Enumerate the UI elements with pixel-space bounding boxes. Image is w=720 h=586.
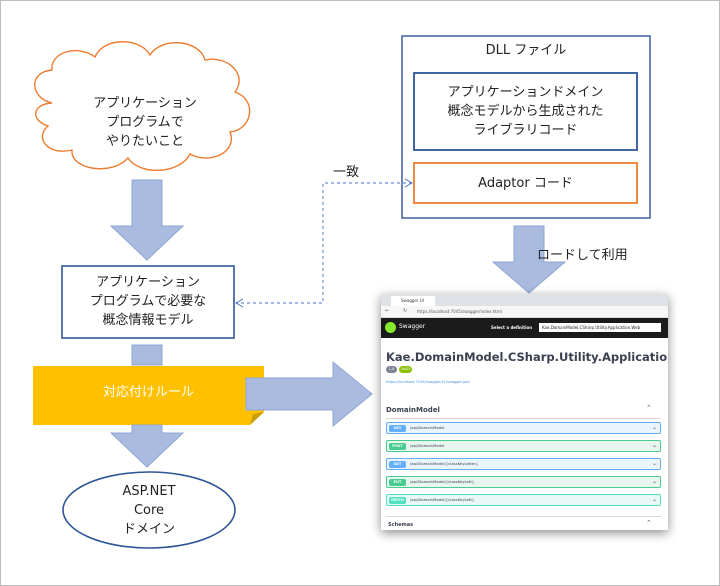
rules-text: 対応付けルール <box>102 385 194 400</box>
api-title: Kae.DomainModel.CSharp.Utility.Applicati… <box>386 350 668 364</box>
chevron-down-icon[interactable]: ⌄ <box>651 460 657 467</box>
spec-link[interactable]: https://localhost:7045/swagger/v1/swagge… <box>386 380 470 384</box>
load-label: ロードして利用 <box>537 248 628 263</box>
operation-path: /api/DomainModel/{classKeyLett} <box>410 479 475 484</box>
dashed-arrowhead-right <box>404 178 413 188</box>
operation-row[interactable]: PUT/api/DomainModel/{classKeyLett} ⌄ <box>386 476 661 488</box>
section-schemas[interactable]: Schemas <box>388 522 414 528</box>
cloud-shape <box>34 41 251 171</box>
browser-tab[interactable]: Swagger UI <box>391 296 435 306</box>
http-method-badge: POST <box>389 443 406 450</box>
app-model-box <box>61 265 235 339</box>
aspnet-ellipse <box>62 471 236 549</box>
http-method-badge: GET <box>389 425 406 432</box>
operation-row[interactable]: GET/api/DomainModel ⌄ <box>386 422 661 434</box>
arrow-rules-to-swagger <box>245 360 373 428</box>
http-method-badge: GET <box>389 461 406 468</box>
rules-shape <box>33 366 264 425</box>
chevron-down-icon[interactable]: ⌄ <box>651 496 657 503</box>
arrow-dll-to-swagger <box>491 225 567 294</box>
adaptor-box <box>413 162 638 204</box>
swagger-topbar: Swagger Select a definition Kae.DomainMo… <box>381 318 668 338</box>
definition-label: Select a definition <box>491 325 533 330</box>
cloud-text: アプリケーション プログラムで やりたいこと <box>93 96 197 149</box>
dashed-arrowhead-left <box>235 298 244 308</box>
swagger-brand: Swagger <box>399 323 426 330</box>
operation-row[interactable]: POST/api/DomainModel ⌄ <box>386 440 661 452</box>
dashed-connector <box>236 182 412 304</box>
chevron-up-icon[interactable]: ⌃ <box>646 404 652 412</box>
operation-path: /api/DomainModel <box>410 443 445 448</box>
rules-fold <box>250 412 264 425</box>
arrow-cloud-to-model <box>109 179 185 261</box>
browser-address-bar: ← ↻ https://localhost:7045/swagger/index… <box>381 306 668 318</box>
operation-path: /api/DomainModel/{classKeyLett} <box>410 497 475 502</box>
dll-title: DLL ファイル <box>485 43 567 58</box>
chevron-up-icon[interactable]: ⌃ <box>646 519 652 527</box>
arrow-model-to-rules <box>131 344 163 366</box>
schema-divider <box>386 516 661 517</box>
reload-icon[interactable]: ↻ <box>403 308 408 314</box>
http-method-badge: PUT <box>389 479 406 486</box>
browser-tab-bar: Swagger UI <box>381 294 668 306</box>
chevron-down-icon[interactable]: ⌄ <box>651 478 657 485</box>
chevron-down-icon[interactable]: ⌄ <box>651 442 657 449</box>
back-icon[interactable]: ← <box>385 308 390 314</box>
swagger-logo-icon <box>385 322 396 333</box>
app-model-text: アプリケーション プログラムで必要な 概念情報モデル <box>89 275 207 328</box>
operation-row[interactable]: GET/api/DomainModel/{classKeyLetter} ⌄ <box>386 458 661 470</box>
section-domainmodel[interactable]: DomainModel <box>386 406 440 414</box>
adaptor-text: Adaptor コード <box>478 176 573 191</box>
oas-badge: OAS3 <box>399 366 412 373</box>
url-field[interactable]: https://localhost:7045/swagger/index.htm… <box>417 309 502 314</box>
match-label: 一致 <box>332 165 359 180</box>
operation-row[interactable]: PATCH/api/DomainModel/{classKeyLett} ⌄ <box>386 494 661 506</box>
http-method-badge: PATCH <box>389 497 406 504</box>
swagger-window: Swagger UI ← ↻ https://localhost:7045/sw… <box>381 294 668 530</box>
aspnet-text: ASP.NET Core ドメイン <box>122 484 176 537</box>
version-badge: 1.0 <box>386 366 397 373</box>
arrow-rules-to-aspnet <box>109 424 185 468</box>
operation-path: /api/DomainModel <box>410 425 445 430</box>
operation-path: /api/DomainModel/{classKeyLetter} <box>410 461 479 466</box>
definition-select[interactable]: Kae.DomainModel.CSharp.Utility.Applicati… <box>539 323 661 332</box>
section-divider <box>386 418 661 419</box>
library-text: アプリケーションドメイン 概念モデルから生成された ライブラリコード <box>447 85 604 138</box>
chevron-down-icon[interactable]: ⌄ <box>651 424 657 431</box>
library-box <box>413 72 638 151</box>
